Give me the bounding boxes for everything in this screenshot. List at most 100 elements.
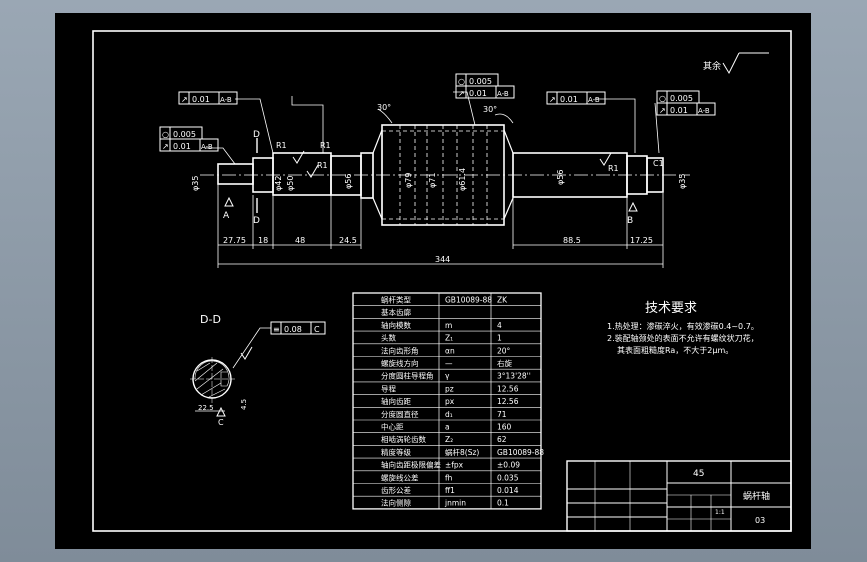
- drawing-border: [92, 30, 792, 532]
- table-cell: 3°13'28'': [497, 372, 531, 381]
- section-dim-b: 4.5: [240, 399, 248, 410]
- chamfer-label: C1: [653, 159, 664, 168]
- table-cell: 160: [497, 423, 512, 432]
- tolerance-frame-1: ↗ 0.01 A-B: [178, 91, 238, 105]
- table-cell: ZK: [497, 296, 508, 305]
- section-markers: D D: [253, 130, 260, 226]
- table-cell: Z₂: [445, 435, 453, 444]
- dimension-texts: 27.75 18 48 24.5 88.5 17.25 344: [223, 236, 653, 264]
- svg-text:≡: ≡: [273, 325, 280, 334]
- table-cell: ±fpx: [445, 461, 464, 470]
- section-letter-top: D: [253, 130, 260, 140]
- datum-c-label: C: [218, 418, 224, 427]
- diameter-label: φ42: [274, 176, 283, 191]
- dim-text: 27.75: [223, 236, 246, 245]
- tolerance-frame-4: ↗ 0.01 A-B: [546, 91, 606, 105]
- datum-b-label: B: [627, 216, 633, 226]
- table-cell: 轴向模数: [381, 320, 411, 330]
- table-cell: 螺旋线公差: [381, 472, 419, 482]
- table-cell: 71: [497, 410, 507, 419]
- diameter-labels: φ35 φ42 φ50 φ56 φ79 φ71 φ61.4 φ56 φ35: [191, 168, 687, 191]
- table-cell: 蜗杆8(Sz): [445, 447, 479, 457]
- table-cell: 分度圆直径: [381, 409, 419, 419]
- section-dim-a: 22.5: [198, 404, 214, 412]
- table-cell: 精度等级: [381, 447, 411, 457]
- table-cell: 中心距: [381, 422, 404, 432]
- part-name: 蜗杆轴: [743, 490, 770, 502]
- table-cell: 法向齿形角: [381, 345, 419, 355]
- table-cell: 0.035: [497, 473, 519, 482]
- table-cell: 基本齿廓: [381, 307, 411, 317]
- leader-lines: [205, 91, 660, 165]
- datum-markers: A B: [223, 196, 638, 226]
- tech-req-item: 2.装配轴颈处的表面不允许有螺纹状刀花，: [607, 333, 759, 343]
- other-surfaces-label: 其余: [703, 60, 721, 72]
- table-cell: —: [445, 359, 453, 368]
- table-cell: 12.56: [497, 384, 519, 393]
- svg-text:0.01: 0.01: [469, 89, 487, 98]
- svg-text:○: ○: [458, 77, 465, 86]
- section-title: D-D: [200, 313, 221, 326]
- svg-text:↗: ↗: [549, 95, 556, 104]
- section-view-dd: D-D 22.5 4.5 C: [190, 313, 326, 427]
- angle-label-left: 30°: [377, 103, 391, 112]
- table-cell: 导程: [381, 384, 396, 393]
- dim-text: 48: [295, 236, 305, 245]
- tolerance-frame-6: ≡ 0.08 C: [232, 321, 326, 369]
- table-cell: 0.014: [497, 486, 519, 495]
- fillet-label: R1: [317, 161, 328, 170]
- table-cell: 右旋: [497, 358, 512, 368]
- table-cell: 20°: [497, 346, 511, 355]
- table-cell: px: [445, 397, 455, 406]
- table-cell: 轴向齿距极限偏差: [381, 460, 441, 470]
- svg-text:0.01: 0.01: [670, 106, 688, 115]
- table-cell: 62: [497, 435, 507, 444]
- table-cell: GB10089-88: [445, 296, 492, 305]
- tolerance-frames: ↗ 0.01 A-B ○ 0.005 ↗ 0.01 A-B: [159, 73, 716, 152]
- angle-label-right: 30°: [483, 105, 497, 114]
- table-cell: 0.1: [497, 499, 509, 508]
- svg-text:A-B: A-B: [497, 90, 509, 98]
- svg-text:0.005: 0.005: [469, 77, 492, 86]
- table-cell: 头数: [381, 333, 396, 343]
- table-cell: a: [445, 423, 450, 432]
- technical-requirements: 技术要求 1.热处理：渗碳淬火，有效渗碳0.4~0.7。 2.装配轴颈处的表面不…: [607, 301, 759, 355]
- table-cell: 轴向齿距: [381, 396, 411, 406]
- svg-text:A-B: A-B: [698, 107, 710, 115]
- diameter-label: φ35: [678, 174, 687, 189]
- svg-text:0.01: 0.01: [560, 95, 578, 104]
- drawing-canvas[interactable]: 其余: [55, 13, 811, 549]
- dim-text: 18: [258, 236, 268, 245]
- tolerance-frame-2: ○ 0.005 ↗ 0.01 A-B: [159, 126, 219, 152]
- svg-text:0.005: 0.005: [173, 130, 196, 139]
- table-cell: 蜗杆类型: [381, 295, 411, 305]
- svg-text:C: C: [314, 325, 320, 334]
- roughness-symbols: [292, 150, 612, 178]
- table-cell: γ: [445, 372, 450, 381]
- svg-text:0.01: 0.01: [192, 95, 210, 104]
- tech-req-item: 其表面粗糙度Ra，不大于2μm。: [617, 345, 733, 355]
- dim-text: 88.5: [563, 236, 581, 245]
- roughness-check-icon: [722, 52, 740, 75]
- svg-text:0.08: 0.08: [284, 325, 302, 334]
- tolerance-frame-5: ○ 0.005 ↗ 0.01 A-B: [656, 90, 716, 116]
- fillet-label: R1: [320, 141, 331, 150]
- tolerance-frame-3: ○ 0.005 ↗ 0.01 A-B: [455, 73, 515, 99]
- drawing-number: 03: [755, 516, 765, 525]
- table-cell: 相啮涡轮齿数: [381, 434, 426, 444]
- material-label: 45: [693, 469, 704, 479]
- fillet-label: R1: [608, 164, 619, 173]
- table-cell: αn: [445, 346, 455, 355]
- diameter-label: φ56: [556, 170, 565, 185]
- svg-text:↗: ↗: [181, 95, 188, 104]
- svg-text:0.005: 0.005: [670, 94, 693, 103]
- svg-text:0.01: 0.01: [173, 142, 191, 151]
- table-cell: ±0.09: [497, 461, 520, 470]
- dim-text-total: 344: [435, 255, 450, 264]
- table-cell: 螺旋线方向: [381, 358, 419, 368]
- diameter-label: φ50: [286, 176, 295, 191]
- svg-text:↗: ↗: [162, 142, 169, 151]
- svg-text:↗: ↗: [458, 89, 465, 98]
